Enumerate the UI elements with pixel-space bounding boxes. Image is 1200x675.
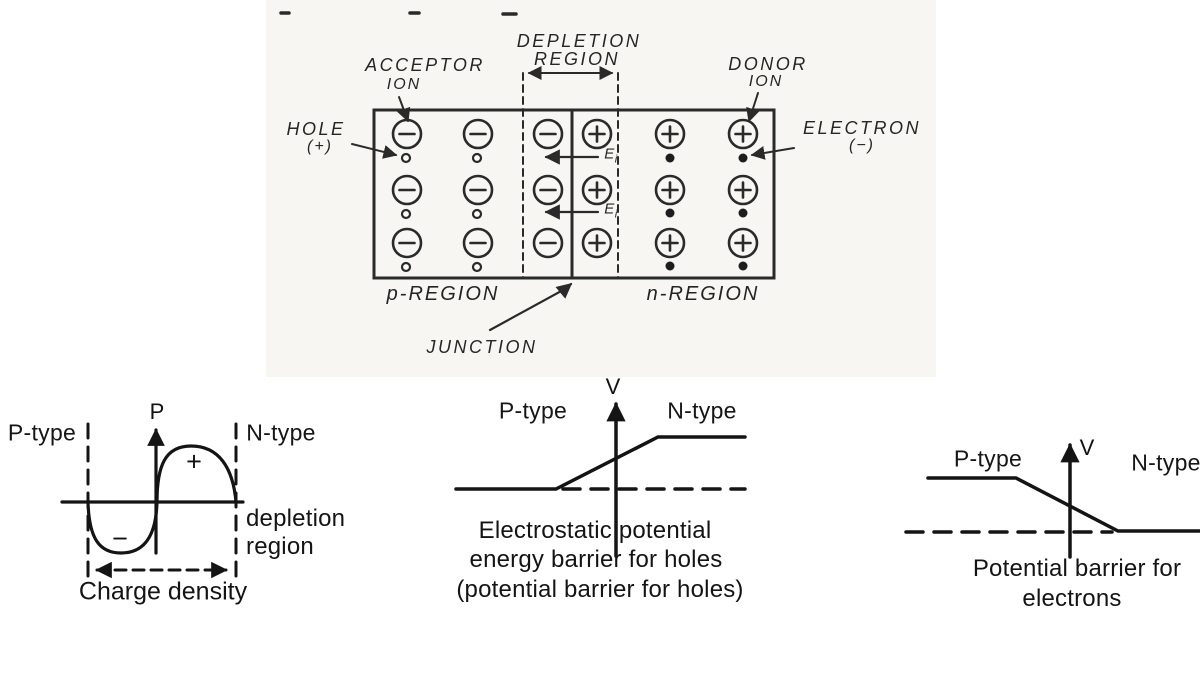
donor-ion-label-2: ION (748, 73, 784, 90)
donor-ion-label: DONOR (728, 54, 808, 74)
electron-barrier-plot (904, 443, 1200, 559)
charge-axis-label: P (149, 399, 165, 424)
negative-lobe-sign: − (112, 523, 128, 554)
electron-icon (738, 208, 748, 218)
acceptor-ion-label: ACCEPTOR (365, 55, 485, 75)
hole-barrier-caption-2: energy barrier for holes (469, 546, 723, 573)
crystal-box (372, 108, 776, 280)
p-region-label: p-REGION (386, 283, 500, 305)
stray-marks (279, 11, 518, 16)
junction-callout-arrow (488, 282, 573, 332)
p-type-label: P-type (7, 419, 77, 446)
electron-icon (665, 208, 675, 218)
potential-curve (926, 476, 1200, 533)
electron-barrier-caption-2: electrons (1022, 585, 1122, 612)
field-symbol: E (604, 145, 615, 163)
charge-density-caption: Charge density (78, 577, 248, 606)
hole-icon (400, 261, 412, 273)
depletion-region-note: depletion (246, 505, 346, 532)
n-type-label: N-type (1131, 449, 1200, 476)
hole-barrier-plot (454, 402, 747, 558)
n-type-label: N-type (246, 419, 316, 446)
charge-density-plot (60, 422, 245, 580)
electron-icon (738, 153, 748, 163)
n-type-label: N-type (667, 397, 737, 424)
field-subscript: i (614, 208, 618, 221)
electron-barrier-caption-1: Potential barrier for (972, 555, 1182, 582)
hole-icon (400, 208, 412, 220)
pn-junction-diagram (279, 11, 795, 332)
n-region-label: n-REGION (646, 283, 760, 305)
hole-callout-arrow (351, 143, 398, 159)
negative-charge-lobe (86, 500, 159, 555)
acceptor-callout-arrow (397, 96, 411, 123)
donor-callout-arrow (746, 92, 760, 123)
potential-curve (454, 435, 747, 491)
internal-field-label-2: Ei (604, 202, 617, 221)
hole-barrier-caption-1: Electrostatic potential (478, 517, 712, 544)
electron-icon (665, 261, 675, 271)
acceptor-ion-label-2: ION (386, 76, 422, 93)
depletion-region-label: DEPLETION (516, 31, 642, 51)
hole-icon (471, 208, 483, 220)
electron-label: ELECTRON (802, 118, 922, 138)
electron-label-2: (−) (849, 137, 875, 154)
hole-label: HOLE (286, 119, 346, 139)
hole-icon (471, 261, 483, 273)
field-symbol: E (604, 200, 615, 218)
hole-icon (400, 152, 412, 164)
p-type-label: P-type (498, 397, 568, 424)
electron-icon (738, 261, 748, 271)
scan-paper-background (266, 0, 936, 377)
voltage-axis-label: V (605, 374, 621, 399)
hole-barrier-caption-3: (potential barrier for holes) (456, 576, 744, 603)
depletion-region-note-2: region (246, 533, 314, 560)
p-type-label: P-type (953, 445, 1023, 472)
electron-icon (665, 153, 675, 163)
hole-label-2: (+) (307, 138, 333, 155)
depletion-region-label-2: REGION (533, 49, 621, 69)
positive-lobe-sign: + (186, 446, 202, 477)
field-subscript: i (614, 153, 618, 166)
electron-callout-arrow (750, 146, 795, 160)
voltage-axis-label: V (1079, 435, 1095, 460)
hole-icon (471, 152, 483, 164)
positive-charge-lobe (155, 444, 238, 504)
internal-field-label-1: Ei (604, 147, 617, 166)
junction-label: JUNCTION (426, 337, 538, 357)
